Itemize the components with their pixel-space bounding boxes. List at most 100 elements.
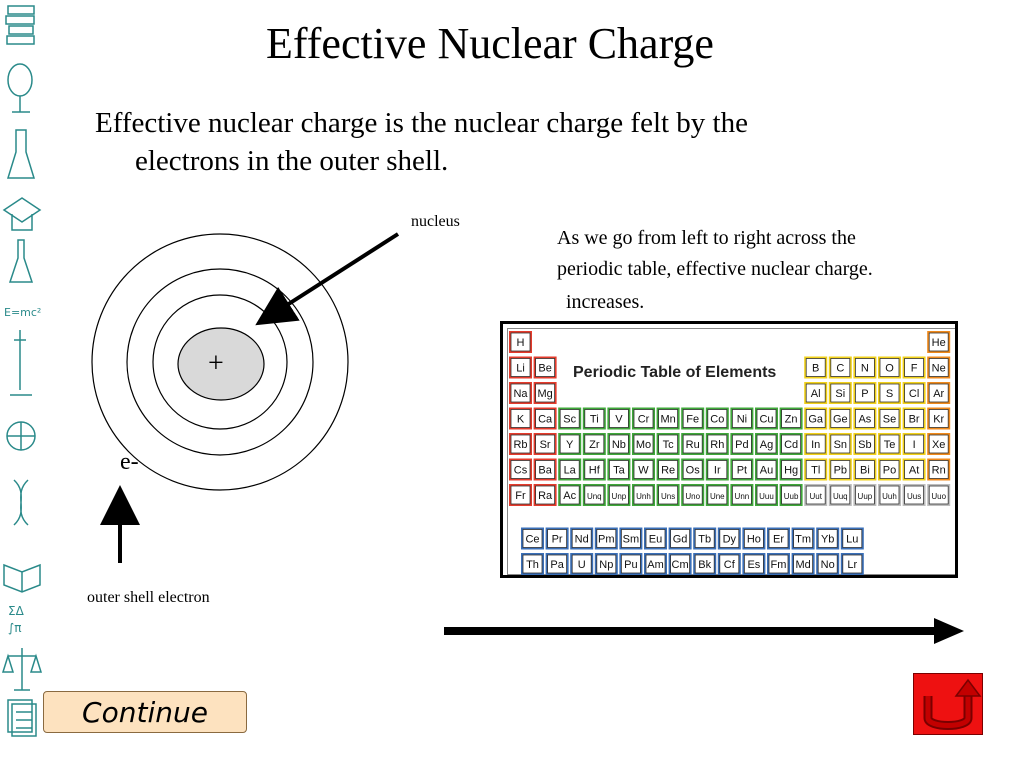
element-symbol: Pu (624, 559, 637, 571)
element-cell: Ru (681, 433, 705, 455)
element-cell: Uns (656, 484, 680, 506)
element-cell: Nb (607, 433, 631, 455)
back-button[interactable] (913, 673, 983, 735)
element-symbol: Lu (846, 534, 858, 546)
element-cell: Th (521, 553, 544, 575)
element-symbol: Rb (513, 439, 527, 451)
element-symbol: W (638, 465, 649, 477)
element-symbol: Mn (660, 414, 675, 426)
element-cell: Br (902, 407, 926, 430)
element-symbol: Fe (686, 414, 699, 426)
trend-explanation: As we go from left to right across the p… (557, 223, 997, 285)
element-symbol: Tl (811, 465, 820, 477)
element-cell: W (632, 458, 655, 481)
element-cell: Ba (533, 458, 557, 481)
element-symbol: Une (710, 492, 725, 501)
element-cell: Cm (668, 553, 692, 575)
element-cell: Rn (927, 458, 951, 481)
intro-line-1: Effective nuclear charge is the nuclear … (95, 107, 748, 139)
element-symbol: Sb (858, 439, 871, 451)
document-stack-icon (7, 699, 37, 737)
element-symbol: Sm (623, 534, 640, 546)
element-symbol: Cs (514, 465, 528, 477)
element-symbol: Uus (907, 492, 921, 501)
element-cell: Uut (804, 484, 828, 506)
element-symbol: Bi (860, 465, 870, 477)
element-cell: Uuq (828, 484, 852, 506)
element-cell: Ar (927, 382, 951, 404)
element-symbol: Dy (723, 534, 737, 546)
element-symbol: Am (647, 559, 664, 571)
dna-icon (13, 479, 29, 526)
element-symbol: Cu (759, 414, 773, 426)
element-symbol: U (578, 559, 586, 571)
element-symbol: Hg (784, 465, 798, 477)
element-cell: Xe (927, 433, 951, 455)
element-symbol: Unq (587, 492, 602, 501)
element-symbol: Tc (663, 439, 675, 451)
element-symbol: Zn (785, 414, 798, 426)
element-cell: Pu (619, 553, 643, 575)
element-cell: Ag (755, 433, 778, 455)
element-symbol: H (517, 337, 525, 349)
element-cell: Bi (853, 458, 877, 481)
element-cell: Sm (619, 527, 643, 550)
element-symbol: Y (566, 439, 574, 451)
element-cell: B (804, 356, 828, 379)
globe-icon (6, 421, 36, 451)
element-symbol: Cd (784, 439, 798, 451)
element-cell: Zr (582, 433, 606, 455)
element-symbol: V (615, 414, 623, 426)
element-symbol: Uuo (931, 492, 946, 501)
element-symbol: Uut (809, 492, 822, 501)
element-cell: Ga (804, 407, 828, 430)
element-symbol: Ba (538, 465, 552, 477)
element-symbol: Pm (598, 534, 615, 546)
element-symbol: As (858, 414, 871, 426)
element-symbol: Ar (933, 388, 944, 400)
svg-text:E=mc²: E=mc² (4, 306, 41, 319)
element-cell: P (853, 382, 877, 404)
element-symbol: Cf (724, 559, 736, 571)
left-to-right-arrow (444, 618, 964, 644)
element-cell: Se (878, 407, 901, 430)
books-icon (5, 5, 35, 45)
element-symbol: Ni (737, 414, 747, 426)
continue-button[interactable]: Continue (43, 691, 247, 733)
element-symbol: Sc (563, 414, 576, 426)
element-cell: Hf (582, 458, 606, 481)
element-symbol: Cr (638, 414, 650, 426)
element-cell: Po (878, 458, 901, 481)
element-cell: Pb (828, 458, 852, 481)
element-symbol: S (886, 388, 893, 400)
element-cell: At (902, 458, 926, 481)
element-cell: Si (828, 382, 852, 404)
book-open-icon (3, 563, 41, 593)
element-symbol: Pt (737, 465, 747, 477)
element-symbol: Ce (525, 534, 539, 546)
element-cell: Uup (853, 484, 877, 506)
element-symbol: Pr (552, 534, 563, 546)
nucleus-arrow (255, 232, 400, 326)
element-cell: As (853, 407, 877, 430)
element-symbol: Tm (795, 534, 811, 546)
element-cell: Er (767, 527, 790, 550)
element-cell: Ir (705, 458, 729, 481)
element-cell: Kr (927, 407, 951, 430)
element-cell: Fe (681, 407, 705, 430)
element-symbol: Se (883, 414, 896, 426)
element-cell: Uuu (755, 484, 778, 506)
element-symbol: Br (909, 414, 920, 426)
element-symbol: Ru (686, 439, 700, 451)
element-cell: Yb (816, 527, 840, 550)
element-symbol: Tb (698, 534, 711, 546)
element-symbol: Unn (735, 492, 750, 501)
element-symbol: Md (795, 559, 810, 571)
element-symbol: K (517, 414, 525, 426)
element-cell: Pr (545, 527, 569, 550)
element-cell: Sc (558, 407, 582, 430)
element-symbol: Ge (833, 414, 848, 426)
element-cell: Co (705, 407, 729, 430)
element-cell: I (902, 433, 926, 455)
